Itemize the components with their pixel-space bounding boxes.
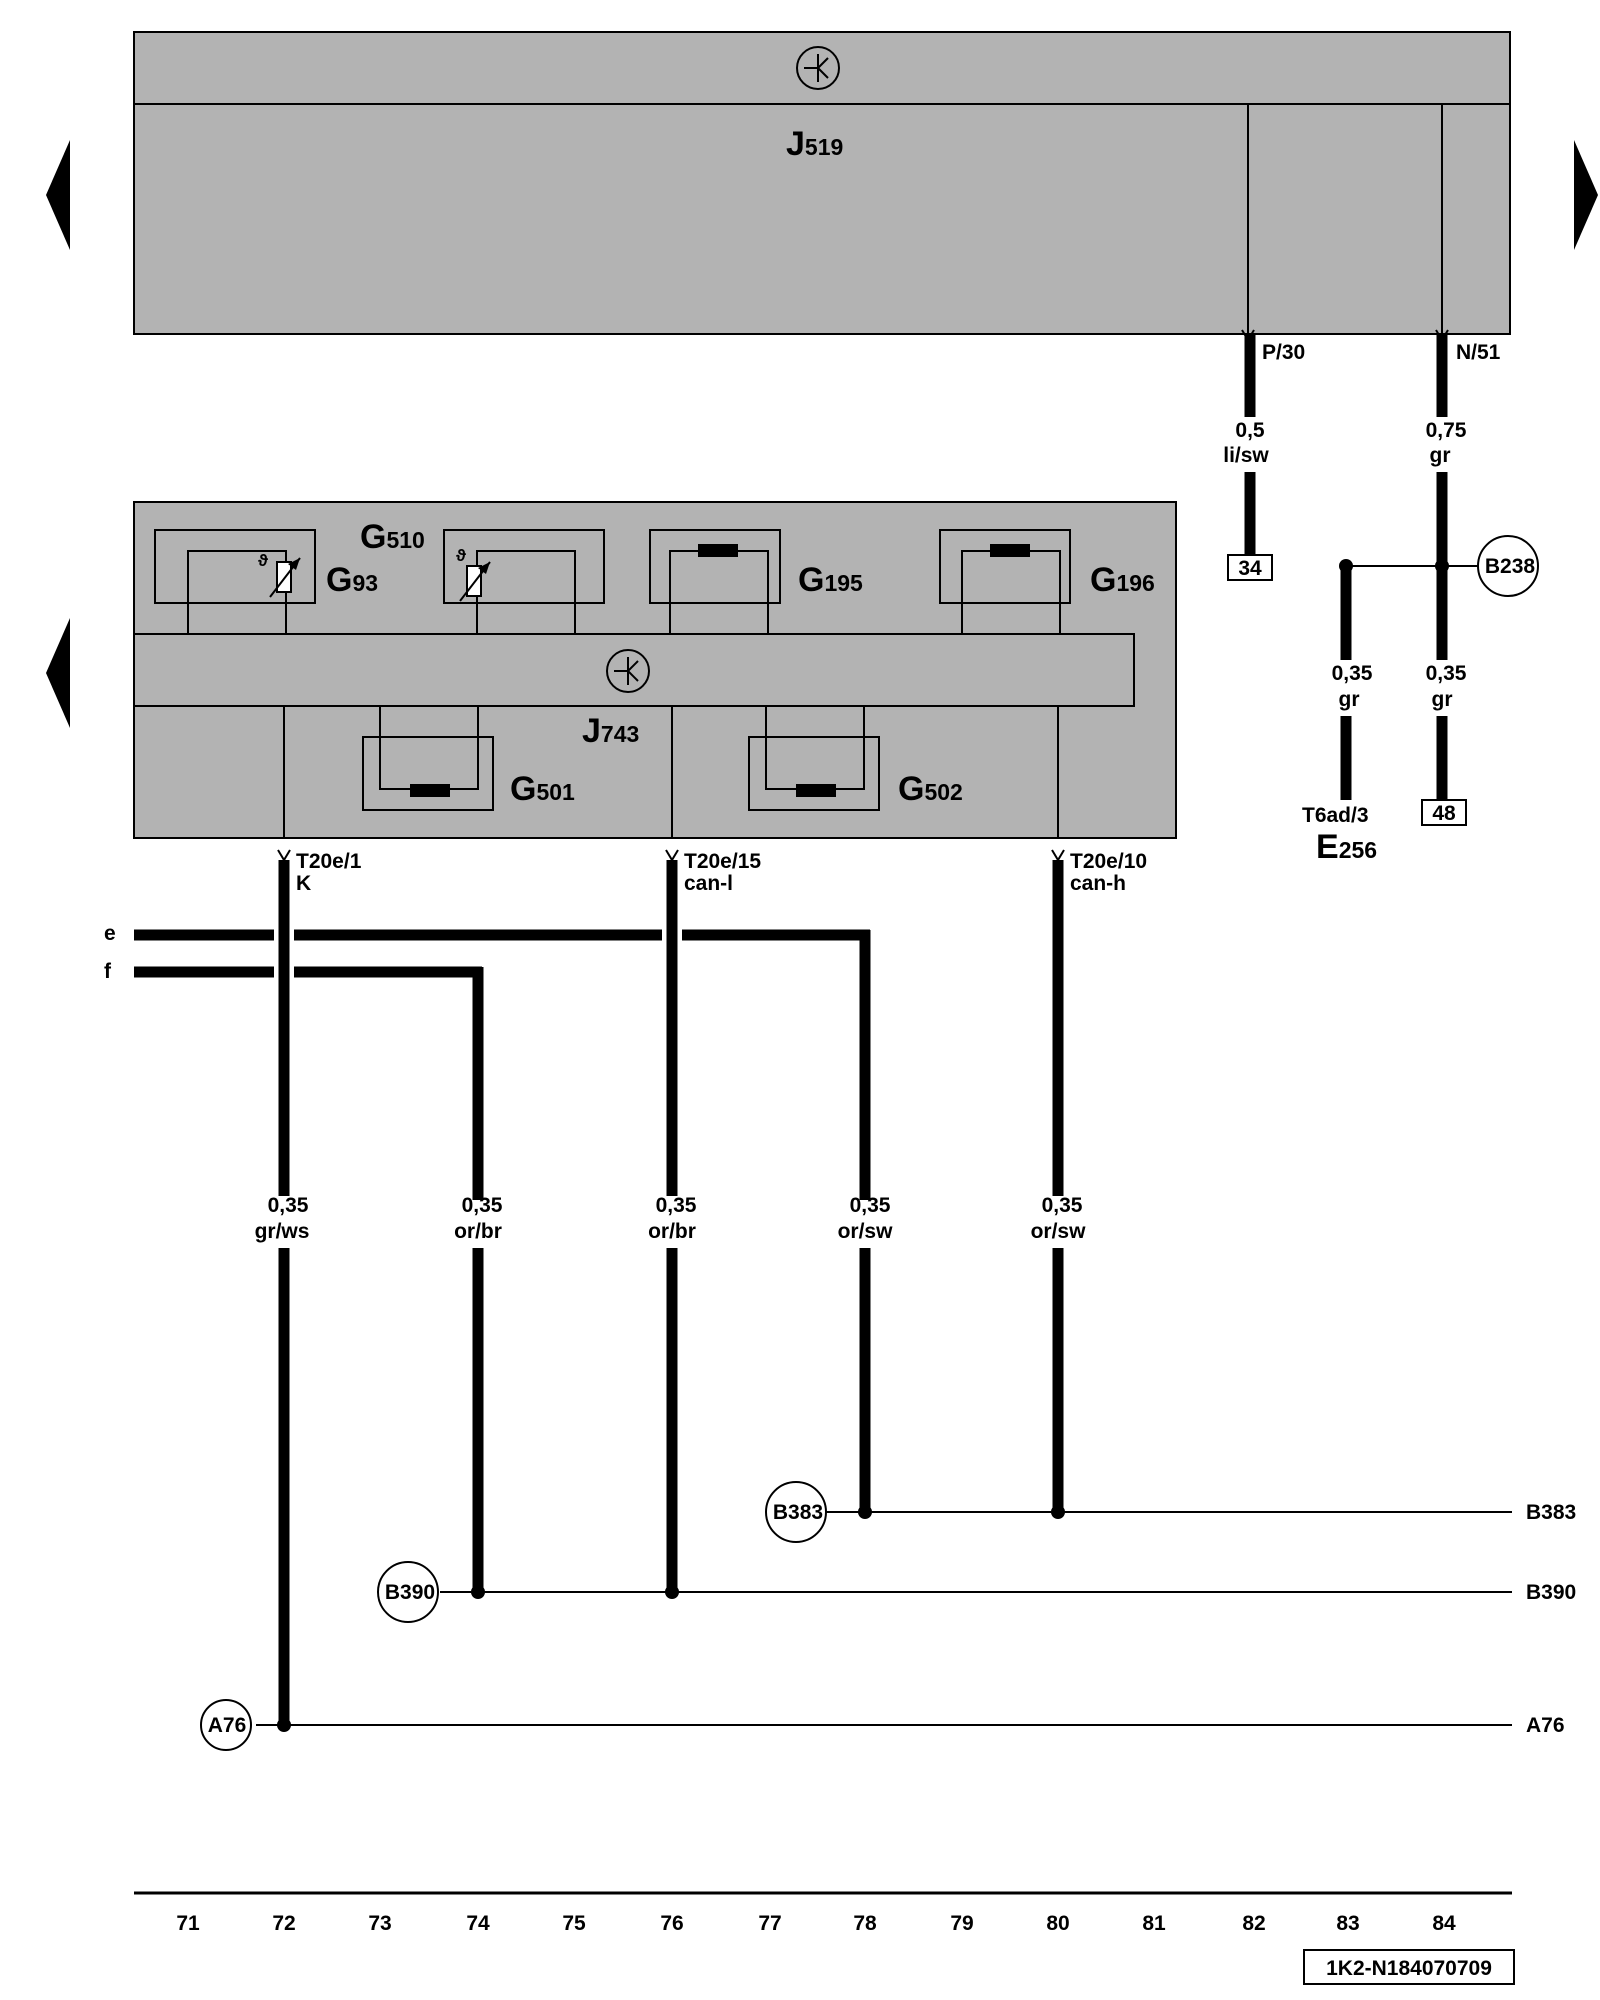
ref-34: 34	[1238, 557, 1262, 580]
connector-a76	[200, 1699, 252, 1751]
svg-text:G195: G195	[798, 561, 863, 599]
wire-84-size: 0,75	[1426, 419, 1467, 442]
svg-text:G196: G196	[1090, 561, 1155, 599]
ref-48: 48	[1432, 802, 1456, 825]
track-73: 73	[368, 1912, 391, 1935]
g93-letter: G	[326, 561, 352, 599]
track-81: 81	[1142, 1912, 1166, 1935]
pin-t6ad3-label: T6ad/3	[1302, 804, 1369, 827]
j519-letter: J	[786, 125, 805, 163]
wire-84b-size: 0,35	[1426, 662, 1467, 685]
line-f-label: f	[104, 960, 112, 983]
g502-number: 502	[924, 779, 962, 805]
track-79: 79	[950, 1912, 973, 1935]
svg-text:G93: G93	[326, 561, 378, 599]
svg-text:J519: J519	[786, 125, 843, 163]
track-71: 71	[176, 1912, 200, 1935]
wire-83b-color: gr	[1339, 688, 1360, 711]
next-page-arrow[interactable]	[1574, 140, 1598, 250]
track-80: 80	[1046, 1912, 1069, 1935]
temperature-symbol-icon-2: ϑ	[456, 546, 466, 565]
track-84: 84	[1432, 1912, 1456, 1935]
track-82: 82	[1242, 1912, 1265, 1935]
g93-number: 93	[352, 570, 378, 596]
wire-78-color: or/sw	[838, 1220, 894, 1243]
connector-b238	[1477, 535, 1539, 597]
wire-78-size: 0,35	[850, 1194, 891, 1217]
g195-number: 195	[824, 570, 863, 596]
wire-83b-size: 0,35	[1332, 662, 1373, 685]
wire-72-size: 0,35	[268, 1194, 309, 1217]
svg-text:G510: G510	[360, 518, 425, 556]
pin-t20e15-signal: can-l	[684, 872, 733, 895]
temperature-symbol-icon: ϑ	[258, 551, 268, 570]
track-83: 83	[1336, 1912, 1359, 1935]
j743-number: 743	[601, 721, 639, 747]
g195-letter: G	[798, 561, 824, 599]
connector-b238-label: B238	[1485, 555, 1536, 578]
prev-page-arrow-middle[interactable]	[46, 618, 70, 728]
pin-n51-label: N/51	[1456, 341, 1501, 364]
wire-76-color: or/br	[648, 1220, 696, 1243]
electronic-symbol-icon	[804, 54, 829, 82]
track-77: 77	[758, 1912, 781, 1935]
line-e-label: e	[104, 922, 116, 945]
track-74: 74	[466, 1912, 490, 1935]
wire-80-size: 0,35	[1042, 1194, 1083, 1217]
g502-letter: G	[898, 770, 924, 808]
drawing-code: 1K2-N184070709	[1326, 1957, 1492, 1980]
connector-a76-label: A76	[208, 1714, 247, 1737]
line-b390-label: B390	[1526, 1581, 1576, 1604]
g196-letter: G	[1090, 561, 1116, 599]
wire-74-size: 0,35	[462, 1194, 503, 1217]
wire-72-color: gr/ws	[255, 1220, 310, 1243]
connector-b390-label: B390	[385, 1581, 435, 1604]
pin-p30-label: P/30	[1262, 341, 1305, 364]
g501-letter: G	[510, 770, 536, 808]
g510-letter: G	[360, 518, 386, 556]
pin-t20e1-label: T20e/1	[296, 850, 362, 873]
track-78: 78	[853, 1912, 877, 1935]
pin-t20e10-label: T20e/10	[1070, 850, 1147, 873]
j743-letter: J	[582, 712, 601, 750]
electronic-symbol-icon-2	[614, 657, 639, 685]
svg-text:J743: J743	[582, 712, 639, 750]
e256-number: 256	[1339, 837, 1377, 863]
track-numbers: 71 72 73 74 75 76 77 78 79 80 81 82 83 8…	[176, 1912, 1456, 1935]
svg-text:G501: G501	[510, 770, 575, 808]
wire-74-color: or/br	[454, 1220, 502, 1243]
control-unit-j519: J519	[133, 31, 1511, 335]
pin-t20e1-signal: K	[296, 872, 311, 895]
connector-b383	[765, 1481, 827, 1543]
line-a76-label: A76	[1526, 1714, 1565, 1737]
e256-letter: E	[1316, 828, 1339, 866]
svg-text:E256: E256	[1316, 828, 1377, 866]
line-b383-label: B383	[1526, 1501, 1576, 1524]
j519-number: 519	[805, 134, 843, 160]
wire-82-size: 0,5	[1235, 419, 1265, 442]
line-e	[134, 929, 871, 1200]
wire-80-color: or/sw	[1031, 1220, 1087, 1243]
connector-b390	[377, 1561, 439, 1623]
line-f	[134, 966, 484, 1200]
wire-84b-color: gr	[1432, 688, 1453, 711]
pin-t20e15-label: T20e/15	[684, 850, 761, 873]
pin-t20e10-signal: can-h	[1070, 872, 1126, 895]
g196-number: 196	[1116, 570, 1154, 596]
g501-number: 501	[536, 779, 575, 805]
wire-76-size: 0,35	[656, 1194, 697, 1217]
wire-84-color: gr	[1430, 444, 1451, 467]
track-75: 75	[562, 1912, 586, 1935]
track-72: 72	[272, 1912, 295, 1935]
track-76: 76	[660, 1912, 683, 1935]
connector-b383-label: B383	[773, 1501, 823, 1524]
g510-number: 510	[386, 527, 424, 553]
svg-text:G502: G502	[898, 770, 963, 808]
wire-82-color: li/sw	[1223, 444, 1269, 467]
prev-page-arrow-top[interactable]	[46, 140, 70, 250]
control-unit-j743: ϑ ϑ G510 G93 G195 G196 J743	[133, 501, 1177, 839]
